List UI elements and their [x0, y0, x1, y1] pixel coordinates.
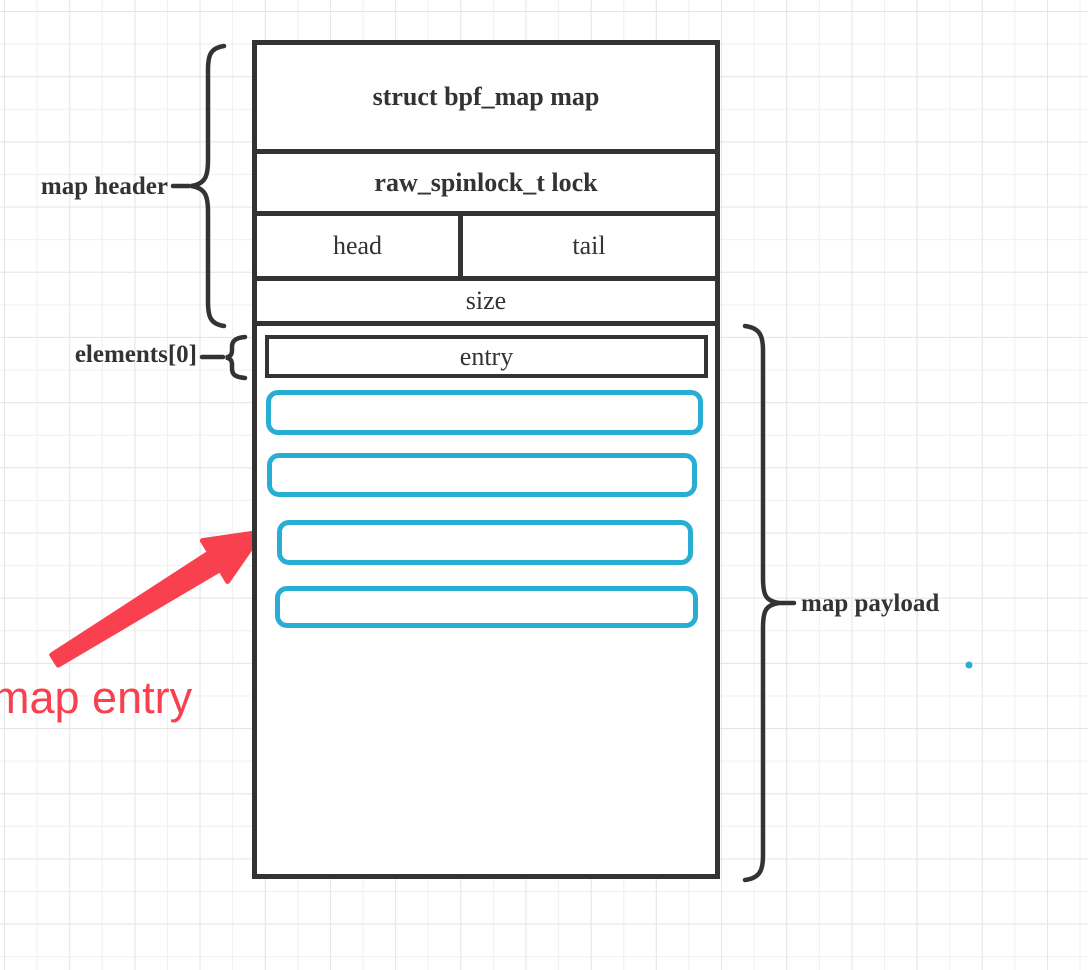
map-entry-slot [275, 586, 698, 628]
cell-head-label: head [332, 231, 383, 260]
entry-box: entry [265, 335, 708, 378]
map-entry-label: map entry [0, 672, 193, 723]
map-entry-slot [266, 390, 703, 435]
row-raw-spinlock: raw_spinlock_t lock [257, 154, 715, 216]
map-entry-slot [267, 453, 697, 497]
map-header-label: map header [40, 173, 168, 200]
elements0-brace [199, 334, 248, 381]
cell-tail: tail [463, 216, 715, 276]
cyan-dot [965, 661, 973, 669]
map-header-brace [170, 43, 227, 329]
row-size-label: size [465, 286, 507, 315]
row-size: size [257, 281, 715, 326]
cell-tail-label: tail [572, 231, 606, 260]
row-struct-bpf-map: struct bpf_map map [257, 45, 715, 154]
map-payload-label: map payload [801, 590, 940, 617]
row-struct-label: struct bpf_map map [372, 82, 600, 111]
map-payload-brace [742, 323, 797, 883]
cell-head: head [257, 216, 463, 276]
map-entry-arrow [49, 529, 265, 668]
map-entry-slot [277, 520, 693, 565]
elements0-label: elements[0] [74, 341, 197, 368]
entry-box-label: entry [459, 341, 514, 371]
row-head-tail: head tail [257, 216, 715, 281]
row-lock-label: raw_spinlock_t lock [374, 167, 598, 197]
